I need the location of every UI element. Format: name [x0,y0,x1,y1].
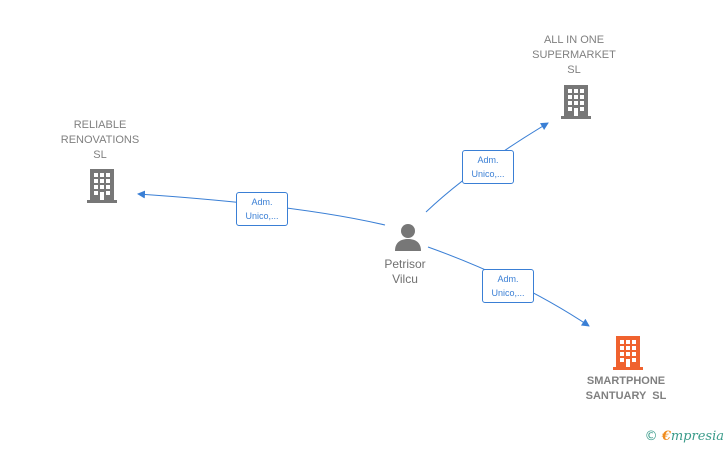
role-line: Adm. [477,155,499,165]
building-icon-highlighted[interactable] [612,334,644,370]
building-icon[interactable] [560,83,592,119]
role-line: Unico,... [471,169,505,179]
company-name-line: RENOVATIONS [60,134,140,146]
company-label-smartphone[interactable]: SMARTPHONE SANTUARY SL [570,374,682,404]
role-line: Unico,... [245,211,279,221]
company-name-line: ALL IN ONE [543,34,605,46]
role-label[interactable]: Adm. Unico,... [482,269,534,303]
person-icon[interactable] [393,222,423,252]
role-label[interactable]: Adm. Unico,... [236,192,288,226]
company-label-allinone[interactable]: ALL IN ONE SUPERMARKET SL [522,33,626,78]
company-name-line: SMARTPHONE [586,375,666,387]
company-name-line: SL [567,64,581,76]
role-line: Adm. [251,197,273,207]
role-label[interactable]: Adm. Unico,... [462,150,514,184]
person-name-line: Vilcu [392,272,418,286]
company-name-line: SANTUARY SL [585,390,667,402]
person-name-line: Petrisor [384,257,426,271]
company-label-reliable[interactable]: RELIABLE RENOVATIONS SL [50,118,150,163]
copyright-symbol: © [644,429,658,444]
person-name[interactable]: Petrisor Vilcu [365,257,445,287]
brand-initial: € [661,429,671,444]
company-name-line: SUPERMARKET [532,49,616,61]
role-line: Unico,... [491,288,525,298]
company-name-line: RELIABLE [73,119,127,131]
role-line: Adm. [497,274,519,284]
company-name-line: SL [93,149,107,161]
empresia-logo: © €mpresia [645,429,724,444]
building-icon[interactable] [86,167,118,203]
brand-name: mpresia [670,429,724,444]
